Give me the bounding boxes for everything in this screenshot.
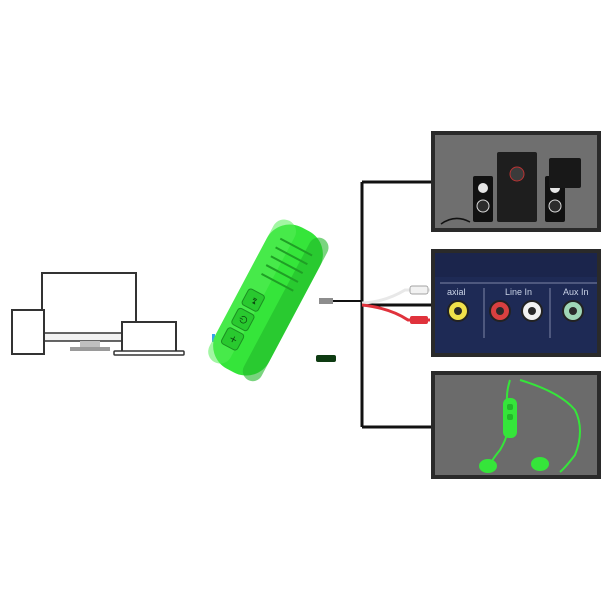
- computer-devices-icon: [11, 272, 185, 356]
- label-axial: axial: [447, 287, 466, 297]
- audio-jack: [319, 298, 333, 304]
- adapter-buttons: + ⏻ ⏯: [220, 288, 265, 351]
- bluetooth-adapter: + ⏻ ⏯: [208, 219, 336, 382]
- rca-cable: [361, 285, 430, 324]
- panel-speakers: [431, 131, 601, 232]
- adapter-grip: [261, 237, 313, 292]
- label-aux-in: Aux In: [563, 287, 589, 297]
- panel-receiver-inputs: axial Line In Aux In: [431, 249, 601, 357]
- usb-port: [316, 355, 336, 362]
- connector-lines: [333, 180, 431, 429]
- svg-text:⏯: ⏯: [249, 295, 261, 306]
- label-line-in: Line In: [505, 287, 532, 297]
- panel-earphones: [431, 371, 601, 479]
